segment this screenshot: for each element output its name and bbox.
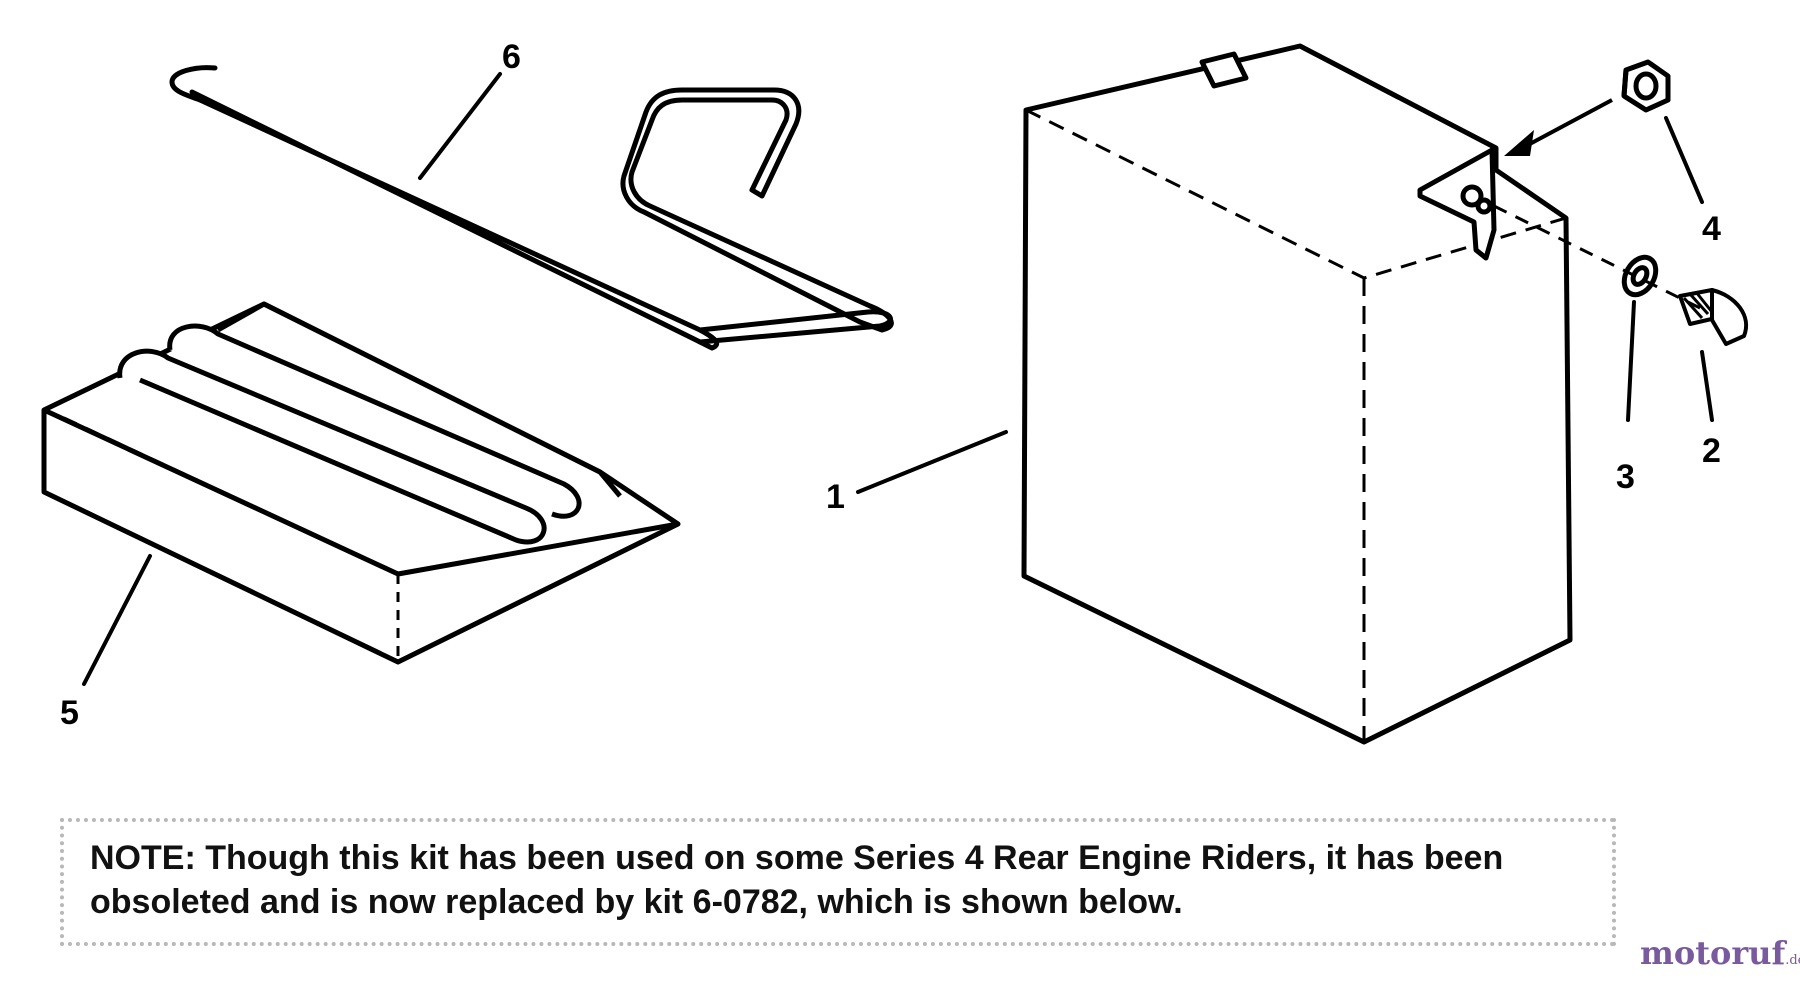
- lock-washer: [1621, 254, 1659, 298]
- callout-4: 4: [1702, 210, 1721, 248]
- callout-3: 3: [1616, 458, 1635, 496]
- callout-5: 5: [60, 694, 79, 732]
- callout-2: 2: [1702, 432, 1721, 470]
- bolt: [1678, 288, 1748, 346]
- leader-lines: [82, 72, 1714, 686]
- watermark-brand: motoruf: [1640, 934, 1786, 972]
- watermark-tld: .de: [1785, 953, 1800, 968]
- j-hook: [620, 87, 894, 333]
- battery: [1021, 43, 1573, 745]
- note-text: NOTE: Though this kit has been used on s…: [90, 839, 1504, 921]
- hold-down-rod: [169, 65, 893, 351]
- watermark-logo: motoruf.de: [1640, 934, 1800, 972]
- callout-6: 6: [502, 38, 521, 76]
- battery-tray: [41, 301, 681, 665]
- callout-1: 1: [826, 478, 845, 516]
- note-box: NOTE: Though this kit has been used on s…: [60, 818, 1616, 946]
- arrow-to-terminal: [1504, 98, 1613, 156]
- hex-nut: [1621, 59, 1671, 113]
